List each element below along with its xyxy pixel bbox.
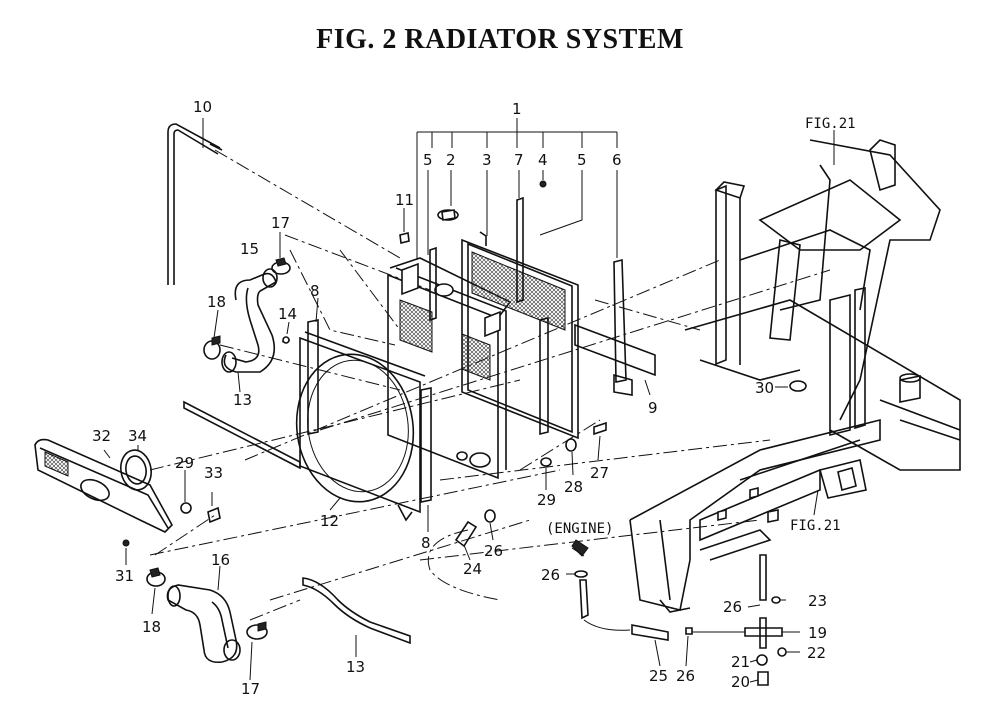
label-part-13: 13	[233, 391, 252, 409]
label-part-22: 22	[807, 644, 826, 662]
upper-hose	[221, 268, 278, 373]
reference-lines	[149, 149, 831, 621]
label-part-26: 26	[723, 598, 742, 616]
seal-strips	[183, 400, 411, 645]
label-part-34: 34	[128, 427, 147, 445]
label-part-18: 18	[207, 293, 226, 311]
label-part-9: 9	[648, 399, 658, 417]
side-bracket	[34, 438, 221, 547]
label-part-16: 16	[211, 551, 230, 569]
label-part-5: 5	[577, 151, 587, 169]
label-part-4: 4	[538, 151, 548, 169]
label-part-17: 17	[241, 680, 260, 698]
label-part-29: 29	[537, 491, 556, 509]
label-part-30: 30	[755, 379, 774, 397]
label-part-19: 19	[808, 624, 827, 642]
label-part-20: 20	[731, 673, 750, 691]
label-part-33: 33	[204, 464, 223, 482]
label-part-5: 5	[423, 151, 433, 169]
label-part-2: 2	[446, 151, 456, 169]
engine-reference: (ENGINE)	[546, 521, 613, 537]
label-part-23: 23	[808, 592, 827, 610]
side-strips	[307, 196, 656, 503]
label-part-29: 29	[175, 454, 194, 472]
label-part-3: 3	[482, 151, 492, 169]
label-part-24: 24	[463, 560, 482, 578]
label-part-7: 7	[514, 151, 524, 169]
label-part-8: 8	[421, 534, 431, 552]
label-part-21: 21	[731, 653, 750, 671]
leader-lines	[103, 118, 835, 683]
label-part-32: 32	[92, 427, 111, 445]
label-part-10: 10	[193, 98, 212, 116]
core-screen	[461, 231, 579, 440]
label-part-18: 18	[142, 618, 161, 636]
label-part-6: 6	[612, 151, 622, 169]
label-part-8: 8	[310, 282, 320, 300]
hose-clamps	[146, 257, 291, 640]
fig21-reference-right: FIG.21	[790, 518, 841, 534]
label-part-13: 13	[346, 658, 365, 676]
label-part-26: 26	[676, 667, 695, 685]
overflow-tube	[167, 123, 223, 285]
label-part-11: 11	[395, 191, 414, 209]
figure-title: FIG. 2 RADIATOR SYSTEM	[316, 24, 684, 55]
label-part-26: 26	[541, 566, 560, 584]
label-part-31: 31	[115, 567, 134, 585]
fan-shroud	[295, 331, 426, 522]
label-part-25: 25	[649, 667, 668, 685]
label-part-26: 26	[484, 542, 503, 560]
label-part-28: 28	[564, 478, 583, 496]
label-part-12: 12	[320, 512, 339, 530]
label-part-1: 1	[512, 100, 522, 118]
tractor-frame	[629, 139, 961, 613]
label-part-17: 17	[271, 214, 290, 232]
radiator-small-parts	[281, 180, 607, 467]
label-part-27: 27	[590, 464, 609, 482]
part-labels: 1 5 2 3 7 4 5 6 10 11 17 15 8 18 14 13 9…	[92, 98, 856, 698]
fig21-reference-top: FIG.21	[805, 116, 856, 132]
label-part-14: 14	[278, 305, 297, 323]
label-part-15: 15	[240, 240, 259, 258]
lower-hose	[166, 584, 241, 664]
